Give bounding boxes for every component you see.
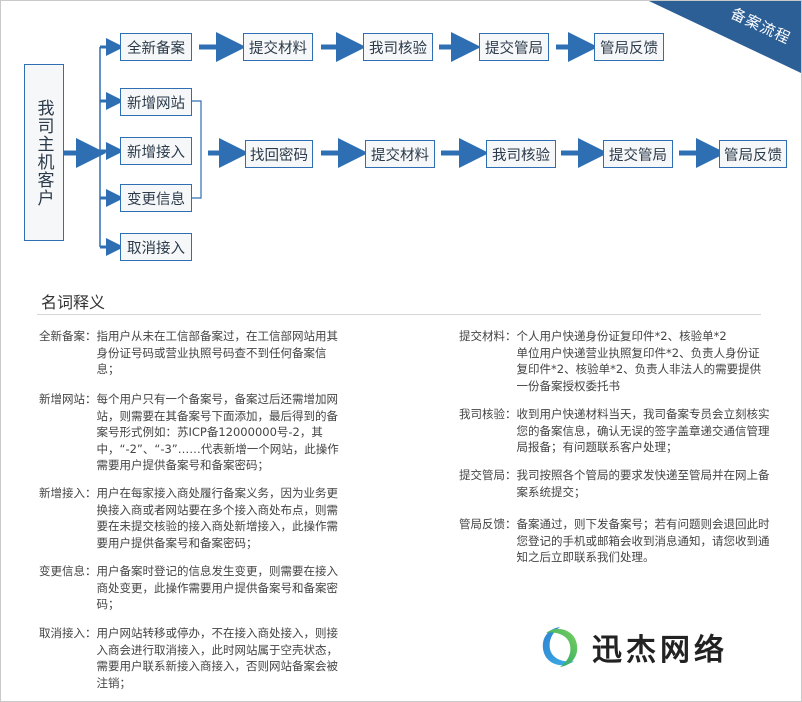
glossary-term: 新增网站：: [39, 392, 97, 406]
glossary-desc: 用户网站转移或停办，不在接入商处接入，则接入商会进行取消接入，此时网站属于空壳状…: [96, 626, 339, 690]
branch-new-record: 全新备案: [120, 33, 192, 61]
glossary-verify: 我司核验： 收到用户快递材料当天，我司备案专员会立刻核实您的备案信息，确认无误的…: [459, 406, 771, 456]
row2-step-password: 找回密码: [245, 140, 313, 168]
glossary-term: 全新备案：: [39, 329, 97, 343]
brand-name: 迅杰网络: [592, 633, 728, 668]
glossary-desc: 指用户从未在工信部备案过，在工信部网站用其身份证号码或营业执照号码查不到任何备案…: [96, 329, 339, 376]
glossary-feedback: 管局反馈： 备案通过，则下发备案号；若有问题则会退回此时您登记的手机或邮箱会收到…: [459, 516, 771, 566]
row1-step-submit: 提交材料: [243, 33, 313, 61]
glossary-submit-materials: 提交材料： 个人用户快递身份证复印件*2、核验单*2 单位用户快递营业执照复印件…: [459, 328, 771, 394]
branch-add-site: 新增网站: [120, 88, 192, 116]
glossary-bureau: 提交管局： 我司按照各个管局的要求发快递至管局并在网上备案系统提交；: [459, 467, 771, 500]
glossary-change-info: 变更信息： 用户备案时登记的信息发生变更，则需要在接入商处变更，此操作需要用户提…: [39, 563, 349, 613]
row1-step-feedback: 管局反馈: [594, 33, 664, 61]
row2-step-feedback: 管局反馈: [719, 140, 787, 168]
brand-swirl-icon: [542, 627, 578, 667]
flow-connectors: [64, 32, 726, 256]
row2-step-verify: 我司核验: [486, 140, 556, 168]
glossary-desc: 用户在每家接入商处履行备案义务，因为业务更换接入商或者网站要在多个接入商处布点，…: [96, 486, 339, 550]
glossary-term: 管局反馈：: [459, 517, 517, 531]
glossary-term: 提交材料：: [459, 329, 517, 343]
brand-logo: 迅杰网络: [536, 621, 756, 673]
glossary-term: 我司核验：: [459, 407, 517, 421]
client-box: 我司主机客户: [24, 64, 64, 241]
row1-step-bureau: 提交管局: [479, 33, 549, 61]
glossary-new-record: 全新备案： 指用户从未在工信部备案过，在工信部网站用其身份证号码或营业执照号码查…: [39, 328, 349, 378]
glossary-add-site: 新增网站： 每个用户只有一个备案号，备案过后还需增加网站，则需要在其备案号下面添…: [39, 391, 349, 474]
merge-bracket: [191, 100, 202, 199]
branch-cancel-access: 取消接入: [120, 233, 192, 261]
glossary-desc: 我司按照各个管局的要求发快递至管局并在网上备案系统提交；: [516, 468, 770, 499]
glossary-cancel-access: 取消接入： 用户网站转移或停办，不在接入商处接入，则接入商会进行取消接入，此时网…: [39, 625, 349, 691]
glossary-term: 变更信息：: [39, 564, 97, 578]
glossary-term: 新增接入：: [39, 486, 97, 500]
glossary-add-access: 新增接入： 用户在每家接入商处履行备案义务，因为业务更换接入商或者网站要在多个接…: [39, 485, 349, 551]
glossary-desc: 用户备案时登记的信息发生变更，则需要在接入商处变更，此操作需要用户提供备案号和备…: [96, 564, 339, 611]
row2-step-submit: 提交材料: [365, 140, 435, 168]
glossary-divider: [37, 314, 761, 315]
glossary-term: 取消接入：: [39, 626, 97, 640]
glossary-desc: 个人用户快递身份证复印件*2、核验单*2 单位用户快递营业执照复印件*2、负责人…: [516, 329, 762, 393]
glossary-term: 提交管局：: [459, 468, 517, 482]
glossary-desc: 收到用户快递材料当天，我司备案专员会立刻核实您的备案信息，确认无误的签字盖章递交…: [516, 407, 770, 454]
row1-step-verify: 我司核验: [363, 33, 433, 61]
branch-change-info: 变更信息: [120, 184, 192, 212]
glossary-title: 名词释义: [41, 293, 106, 312]
glossary-desc: 备案通过，则下发备案号；若有问题则会退回此时您登记的手机或邮箱会收到消息通知，请…: [516, 517, 770, 564]
corner-ribbon: [641, 1, 801, 81]
row2-step-bureau: 提交管局: [603, 140, 673, 168]
branch-add-access: 新增接入: [120, 137, 192, 165]
glossary-desc: 每个用户只有一个备案号，备案过后还需增加网站，则需要在其备案号下面添加，最后得到…: [96, 392, 339, 472]
